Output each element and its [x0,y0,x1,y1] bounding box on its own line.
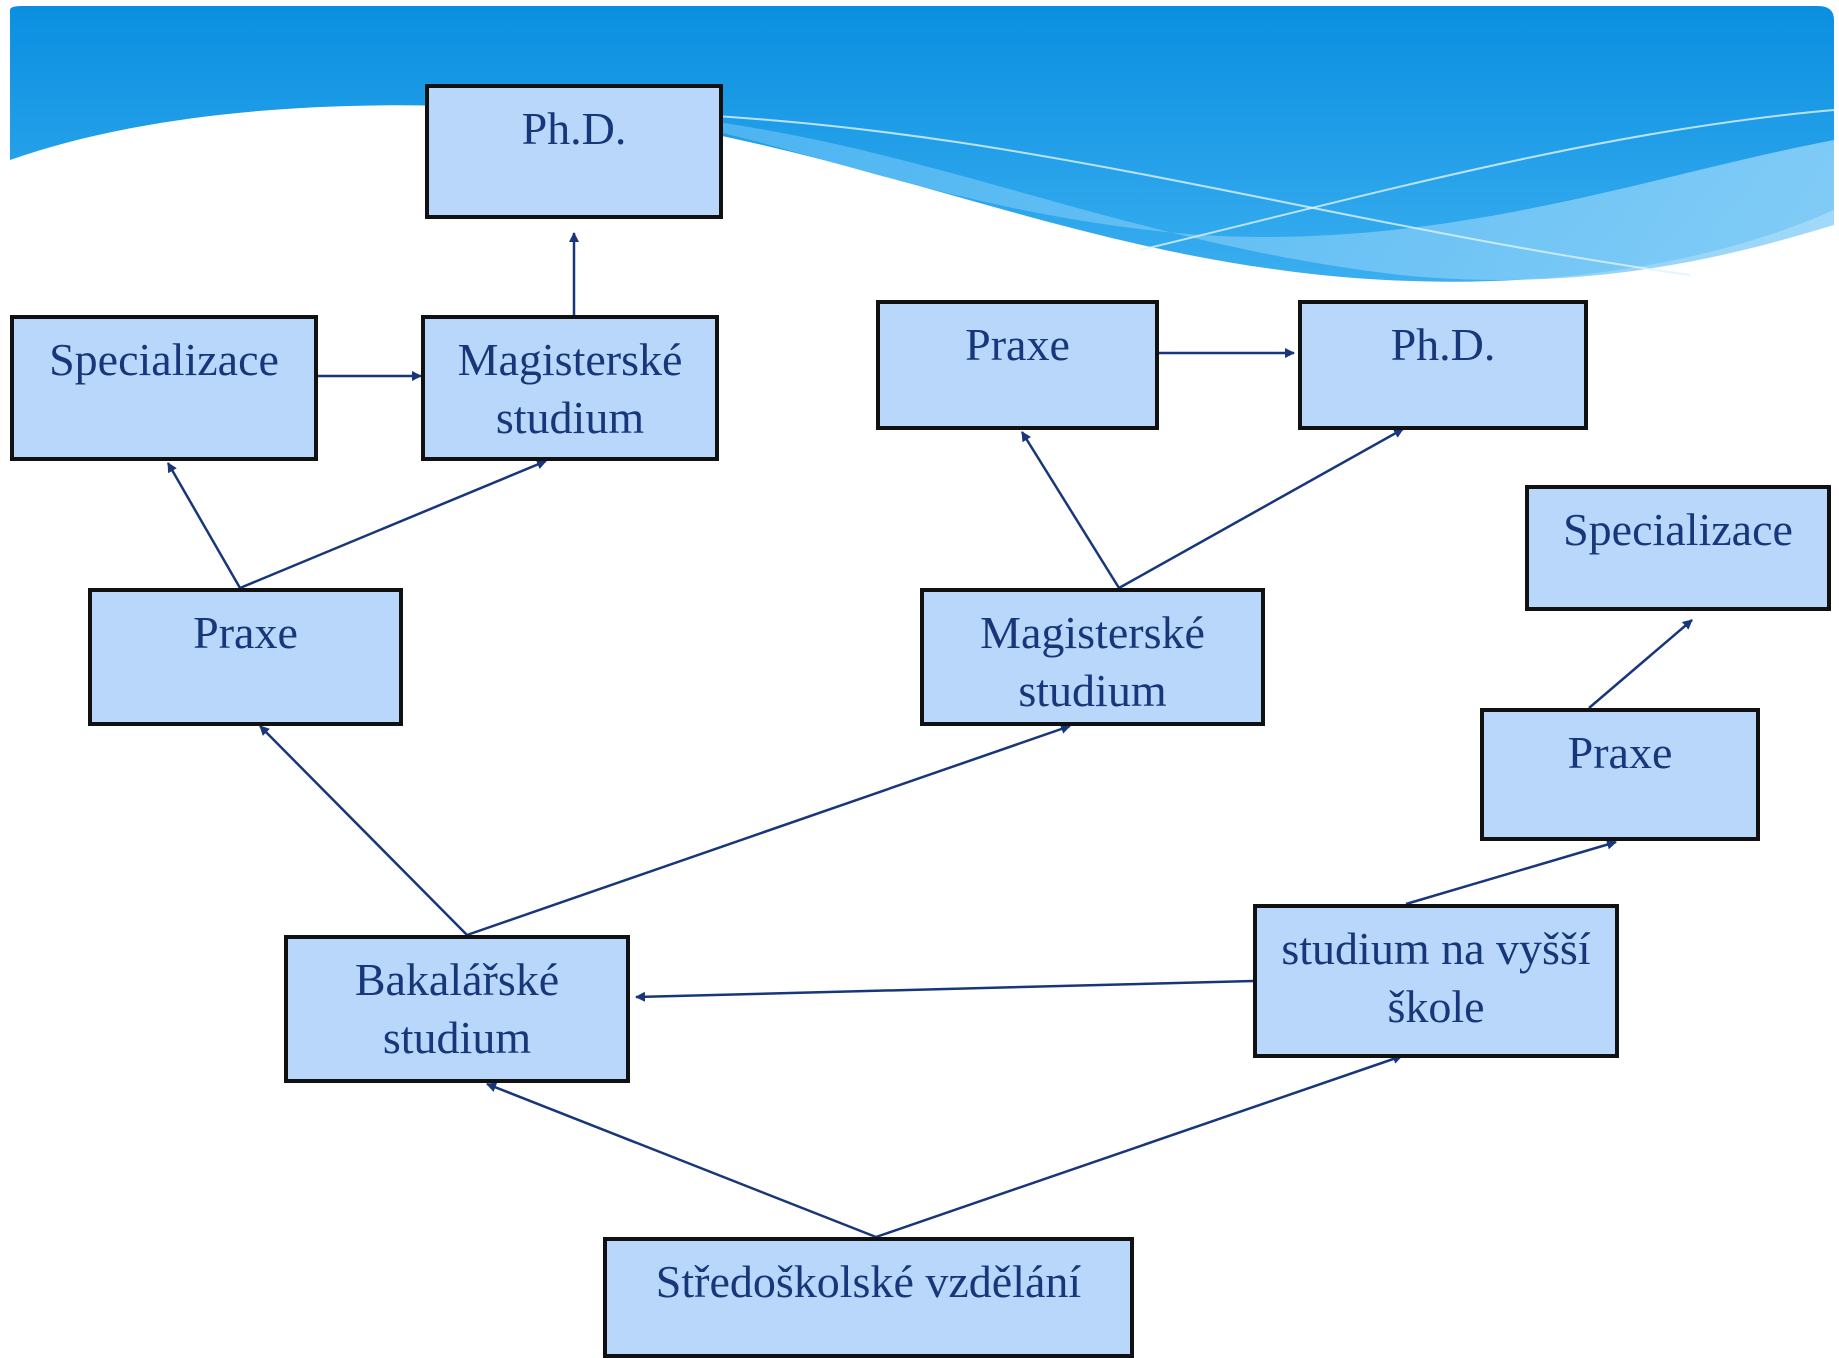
arrow-stredoskolske-to-bakalarske [486,1082,877,1239]
node-label-line: Ph.D. [521,103,627,154]
node-specializace-2: Specializace [1525,485,1831,611]
node-label-line: studium [382,1012,532,1063]
arrow-praxe-1-to-magisterske-1 [239,459,547,590]
node-magisterske-1: Magisterské studium [421,315,719,461]
node-label-line: Praxe [1567,727,1673,778]
node-label-line: studium [495,392,645,443]
node-label-line: Praxe [193,607,298,658]
node-label-line: Ph.D. [1390,319,1496,370]
arrow-bakalarske-to-praxe-1 [259,725,468,936]
node-label-line: Specializace [49,334,279,385]
node-label-line: Magisterské [980,607,1205,658]
node-magisterske-2: Magisterské studium [920,588,1265,726]
node-label-line: Středoškolské vzdělání [655,1256,1082,1307]
arrow-vyssi-skola-to-bakalarske [635,979,1254,1002]
arrow-vyssi-skola-to-praxe-3 [1405,839,1617,906]
node-stredoskolske: Středoškolské vzdělání [603,1237,1134,1358]
arrow-bakalarske-to-magisterske-2 [466,724,1071,937]
node-praxe-1: Praxe [88,588,403,726]
node-label-line: studium na vyšší [1281,923,1591,974]
arrow-praxe-1-to-specializace-1 [166,462,242,589]
node-label-line: škole [1387,981,1485,1032]
node-label-line: Bakalářské [354,954,560,1005]
node-specializace-1: Specializace [10,315,318,461]
node-praxe-3: Praxe [1480,708,1760,841]
node-label-line: Magisterské [457,334,683,385]
node-label-line: Specializace [1563,504,1793,555]
node-label-line: studium [1018,665,1167,716]
node-phd-1: Ph.D. [425,84,723,219]
arrow-magisterske-2-to-phd-2 [1118,427,1404,590]
node-praxe-2: Praxe [876,300,1159,430]
arrow-praxe-3-to-specializace-2 [1588,619,1693,709]
node-vyssi-skola: studium na vyšší škole [1253,904,1619,1058]
node-phd-2: Ph.D. [1298,300,1588,430]
node-label-line: Praxe [965,319,1070,370]
node-bakalarske: Bakalářské studium [284,935,630,1083]
arrow-stredoskolske-to-vyssi-skola [875,1054,1403,1239]
arrow-magisterske-2-to-praxe-2 [1020,431,1121,589]
